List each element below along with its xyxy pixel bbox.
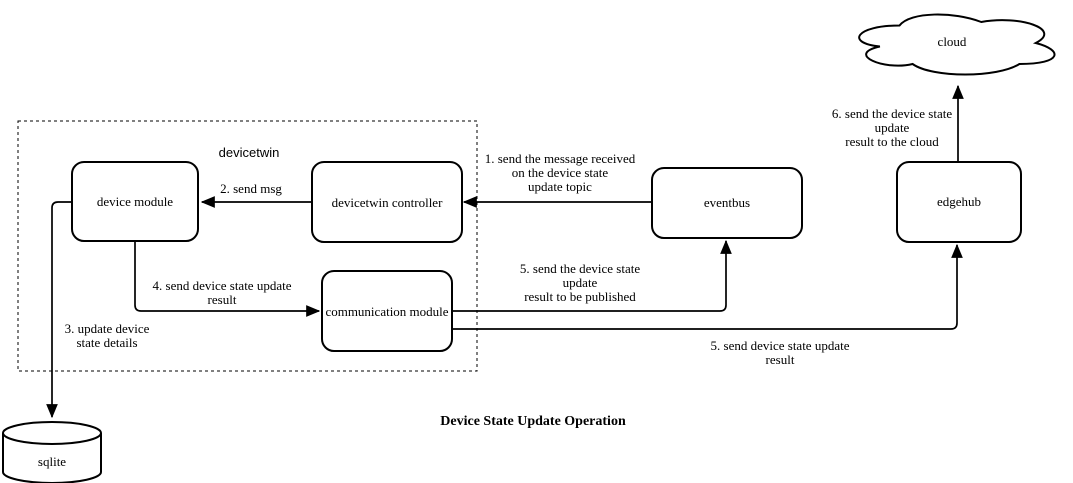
- edge-label-result-to-cloud: 6. send the device state update result t…: [831, 106, 953, 149]
- edgehub-label: edgehub: [936, 194, 982, 209]
- edge-label-update-state: 3. update device state details: [64, 321, 150, 350]
- edge-label-send-msg: 2. send msg: [220, 181, 282, 196]
- edge-device-module-to-communication-module: [134, 241, 321, 317]
- sqlite-label: sqlite: [37, 454, 67, 469]
- edge-device-module-to-sqlite: [46, 201, 72, 419]
- sqlite-cylinder: [1, 421, 102, 483]
- devicetwin-container-box: [17, 120, 478, 372]
- edge-label-send-update-result: 4. send device state update result: [152, 278, 292, 307]
- diagram-title: Device State Update Operation: [440, 414, 626, 429]
- devicetwin-controller-label: devicetwin controller: [331, 195, 443, 210]
- edge-communication-module-to-eventbus: [452, 239, 732, 312]
- devicetwin-container-label: devicetwin: [218, 145, 280, 160]
- edge-communication-module-to-edgehub: [452, 243, 963, 330]
- communication-module-label: communication module: [325, 304, 449, 319]
- eventbus-label: eventbus: [703, 195, 751, 210]
- cloud-shape: [858, 13, 1056, 76]
- eventbus-node: [651, 167, 803, 239]
- edgehub-node: [896, 161, 1022, 243]
- cloud-label: cloud: [937, 34, 967, 49]
- edge-label-result-to-edgehub: 5. send device state update result: [710, 338, 850, 367]
- edge-label-publish-result: 5. send the device state update result t…: [519, 261, 641, 304]
- device-module-label: device module: [96, 194, 174, 209]
- edge-label-msg-received: 1. send the message received on the devi…: [484, 151, 636, 194]
